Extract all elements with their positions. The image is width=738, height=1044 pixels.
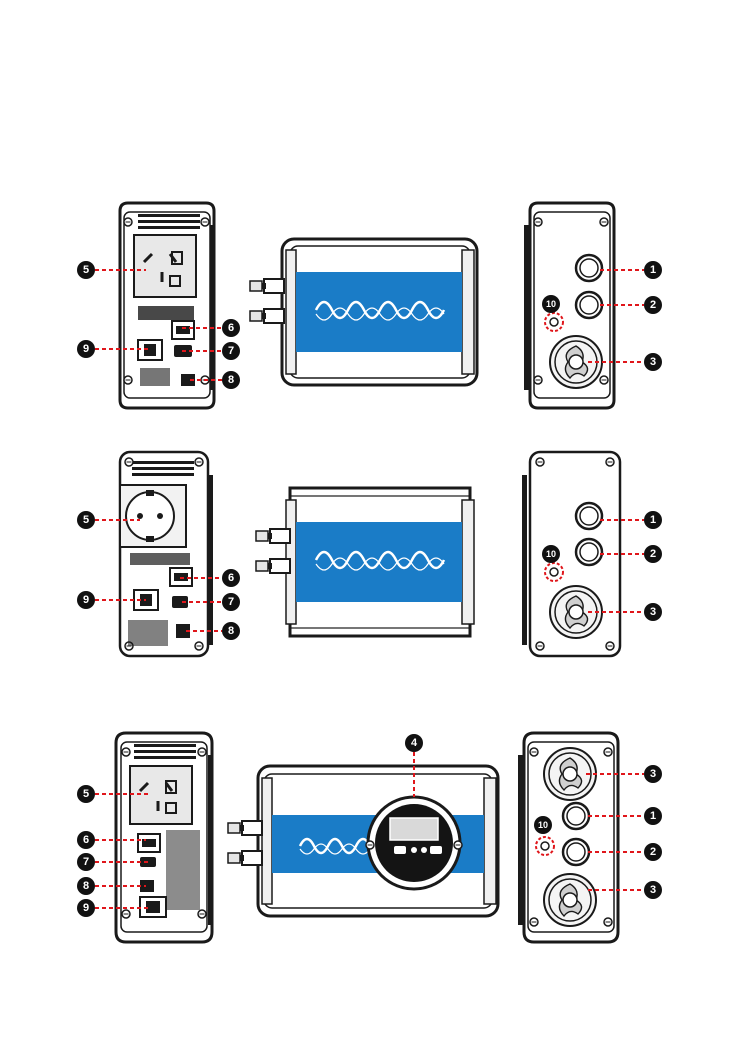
negative-terminal bbox=[576, 255, 602, 281]
svg-text:3: 3 bbox=[650, 884, 656, 896]
positive-terminal bbox=[576, 539, 602, 565]
svg-text:5: 5 bbox=[83, 264, 89, 276]
usb-port bbox=[138, 834, 160, 852]
front-panel-row-3 bbox=[116, 733, 213, 942]
negative-terminal bbox=[576, 503, 602, 529]
callout-3: 3 bbox=[644, 353, 662, 371]
dc-terminal-lower bbox=[250, 309, 284, 323]
svg-text:2: 2 bbox=[650, 299, 656, 311]
cooling-fan bbox=[550, 586, 602, 638]
callout-1: 1 bbox=[644, 261, 662, 279]
rear-panel-row-3 bbox=[518, 733, 618, 942]
svg-text:4: 4 bbox=[411, 737, 418, 749]
callout-5: 5 bbox=[77, 785, 95, 803]
callout-2: 2 bbox=[644, 296, 662, 314]
svg-text:6: 6 bbox=[228, 322, 234, 334]
inverter-body-row-1 bbox=[250, 239, 477, 385]
svg-text:1: 1 bbox=[650, 514, 656, 526]
callout-10: 10 bbox=[542, 545, 560, 563]
svg-text:1: 1 bbox=[650, 264, 656, 276]
callout-2: 2 bbox=[644, 843, 662, 861]
svg-text:9: 9 bbox=[83, 902, 89, 914]
callout-8: 8 bbox=[222, 371, 240, 389]
callout-9: 9 bbox=[77, 899, 95, 917]
svg-text:8: 8 bbox=[228, 625, 234, 637]
dc-terminal-upper bbox=[250, 279, 284, 293]
callout-6: 6 bbox=[222, 569, 240, 587]
svg-text:7: 7 bbox=[228, 345, 234, 357]
callout-2: 2 bbox=[644, 545, 662, 563]
cooling-fan bbox=[550, 336, 602, 388]
power-switch bbox=[140, 897, 166, 917]
svg-text:10: 10 bbox=[538, 820, 548, 830]
svg-text:5: 5 bbox=[83, 788, 89, 800]
callout-10: 10 bbox=[534, 816, 552, 834]
dc-terminal-lower bbox=[228, 851, 262, 865]
callout-5: 5 bbox=[77, 511, 95, 529]
usb-port bbox=[172, 321, 194, 339]
front-panel-row-1 bbox=[120, 203, 215, 408]
power-switch bbox=[138, 340, 162, 360]
svg-text:9: 9 bbox=[83, 343, 89, 355]
callout-6: 6 bbox=[222, 319, 240, 337]
front-panel-row-2 bbox=[120, 452, 213, 656]
remote-port bbox=[140, 880, 154, 892]
inverter-body-row-3 bbox=[228, 766, 498, 916]
dc-terminal-upper bbox=[228, 821, 262, 835]
svg-text:8: 8 bbox=[83, 880, 89, 892]
callout-3: 3 bbox=[644, 603, 662, 621]
svg-text:6: 6 bbox=[228, 572, 234, 584]
svg-text:3: 3 bbox=[650, 768, 656, 780]
callout-8: 8 bbox=[77, 877, 95, 895]
rear-panel-row-2 bbox=[522, 452, 620, 656]
callout-7: 7 bbox=[77, 853, 95, 871]
callout-8: 8 bbox=[222, 622, 240, 640]
dc-terminal-lower bbox=[256, 559, 290, 573]
callout-6: 6 bbox=[77, 831, 95, 849]
callout-3: 3 bbox=[644, 881, 662, 899]
svg-text:2: 2 bbox=[650, 846, 656, 858]
svg-text:10: 10 bbox=[546, 299, 556, 309]
svg-text:5: 5 bbox=[83, 514, 89, 526]
callout-1: 1 bbox=[644, 511, 662, 529]
dc-terminal-upper bbox=[256, 529, 290, 543]
callout-7: 7 bbox=[222, 342, 240, 360]
svg-text:9: 9 bbox=[83, 594, 89, 606]
callout-7: 7 bbox=[222, 593, 240, 611]
callout-3: 3 bbox=[644, 765, 662, 783]
svg-text:2: 2 bbox=[650, 548, 656, 560]
callout-5: 5 bbox=[77, 261, 95, 279]
callout-9: 9 bbox=[77, 591, 95, 609]
ac-outlet-schuko bbox=[120, 485, 186, 547]
inverter-body-row-2 bbox=[256, 488, 474, 636]
callout-1: 1 bbox=[644, 807, 662, 825]
svg-text:8: 8 bbox=[228, 374, 234, 386]
svg-text:7: 7 bbox=[83, 856, 89, 868]
svg-text:10: 10 bbox=[546, 549, 556, 559]
svg-text:7: 7 bbox=[228, 596, 234, 608]
svg-text:1: 1 bbox=[650, 810, 656, 822]
negative-terminal bbox=[563, 803, 589, 829]
callout-10: 10 bbox=[542, 295, 560, 313]
callout-4: 4 bbox=[405, 734, 423, 752]
positive-terminal bbox=[563, 839, 589, 865]
lcd-display-module bbox=[366, 797, 462, 889]
svg-text:3: 3 bbox=[650, 606, 656, 618]
positive-terminal bbox=[576, 292, 602, 318]
svg-text:3: 3 bbox=[650, 356, 656, 368]
callout-9: 9 bbox=[77, 340, 95, 358]
ac-outlet-au bbox=[134, 235, 196, 297]
cooling-fan-lower bbox=[544, 874, 596, 926]
svg-text:6: 6 bbox=[83, 834, 89, 846]
